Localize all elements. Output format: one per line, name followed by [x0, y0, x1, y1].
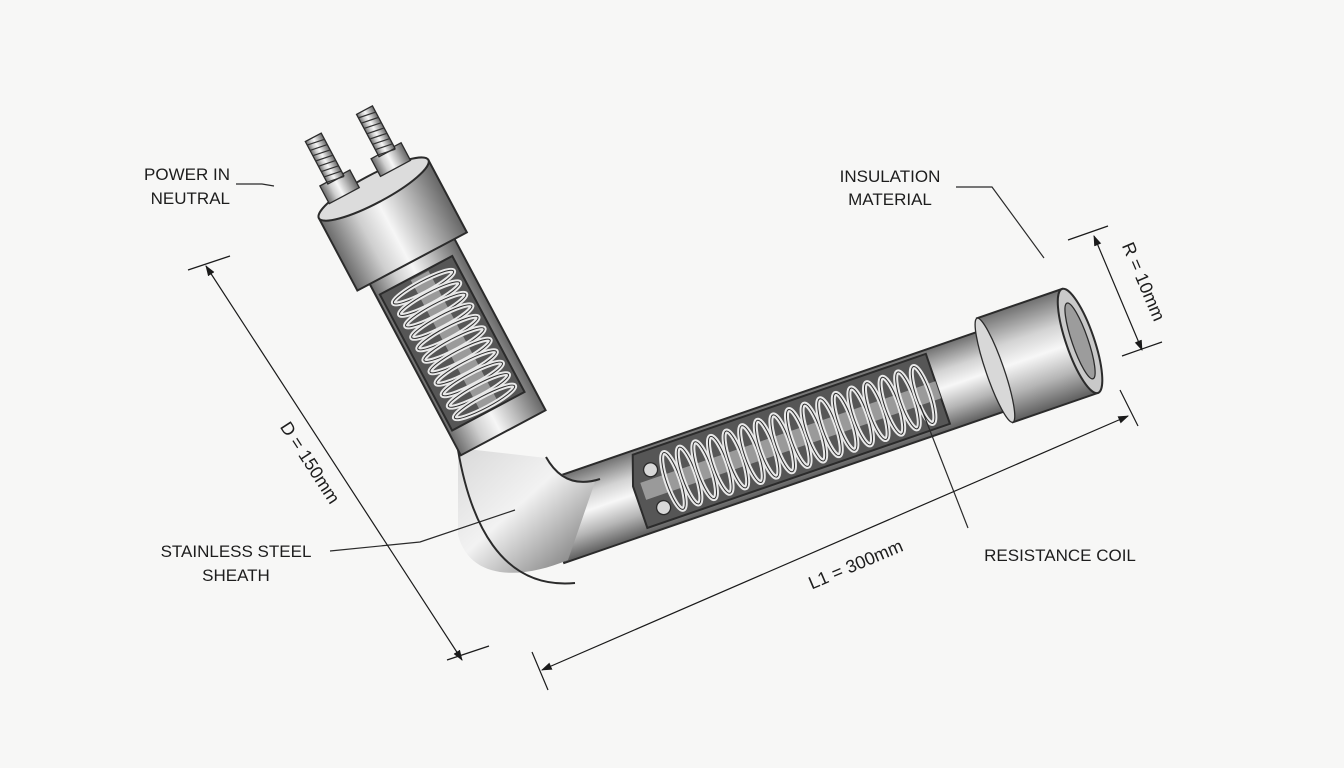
d-extension-top: [187, 255, 231, 271]
r-dimension-line: [1093, 235, 1143, 351]
thread-line: [366, 127, 385, 135]
thread-line: [323, 170, 342, 178]
label-sheath-line1: STAINLESS STEEL: [161, 542, 312, 561]
label-insulation-line1: INSULATION: [840, 167, 941, 186]
terminal-stud-neutral: [355, 105, 396, 158]
terminal-stud-power: [304, 132, 345, 185]
thread-line: [375, 143, 393, 151]
label-sheath-line2: SHEATH: [202, 566, 270, 585]
label-insulation-line2: MATERIAL: [848, 190, 932, 209]
tube-end-inner: [1064, 302, 1096, 380]
dim-label-l1: L1 = 300mm: [805, 536, 905, 594]
label-power-in: POWER IN: [144, 165, 230, 184]
leader-insulation: [956, 186, 1045, 259]
leader-power-neutral: [236, 183, 275, 187]
thread-line: [321, 165, 339, 173]
thread-line: [309, 144, 328, 151]
d-extension-bottom: [446, 645, 490, 661]
thread-line: [372, 137, 390, 145]
vertical-arm: [304, 105, 547, 457]
l1-extension-right: [1119, 389, 1139, 427]
thread-line: [361, 116, 379, 124]
thread-line: [312, 149, 331, 157]
thread-line: [315, 154, 334, 162]
thread-line: [307, 138, 325, 146]
thread-line: [326, 175, 345, 183]
l1-extension-left: [531, 651, 549, 691]
thread-line: [369, 132, 388, 140]
thread-line: [377, 148, 396, 156]
thread-line: [318, 159, 336, 167]
d-dimension-line: [205, 265, 463, 661]
terminal-head-top: [317, 156, 430, 222]
r-extension-top: [1067, 225, 1109, 241]
horizontal-arm: [535, 287, 1104, 565]
thread-line: [363, 122, 382, 130]
label-neutral: NEUTRAL: [151, 189, 230, 208]
thread-line: [358, 111, 376, 119]
label-resistance-coil: RESISTANCE COIL: [984, 546, 1136, 565]
l1-dimension-line: [541, 415, 1129, 671]
